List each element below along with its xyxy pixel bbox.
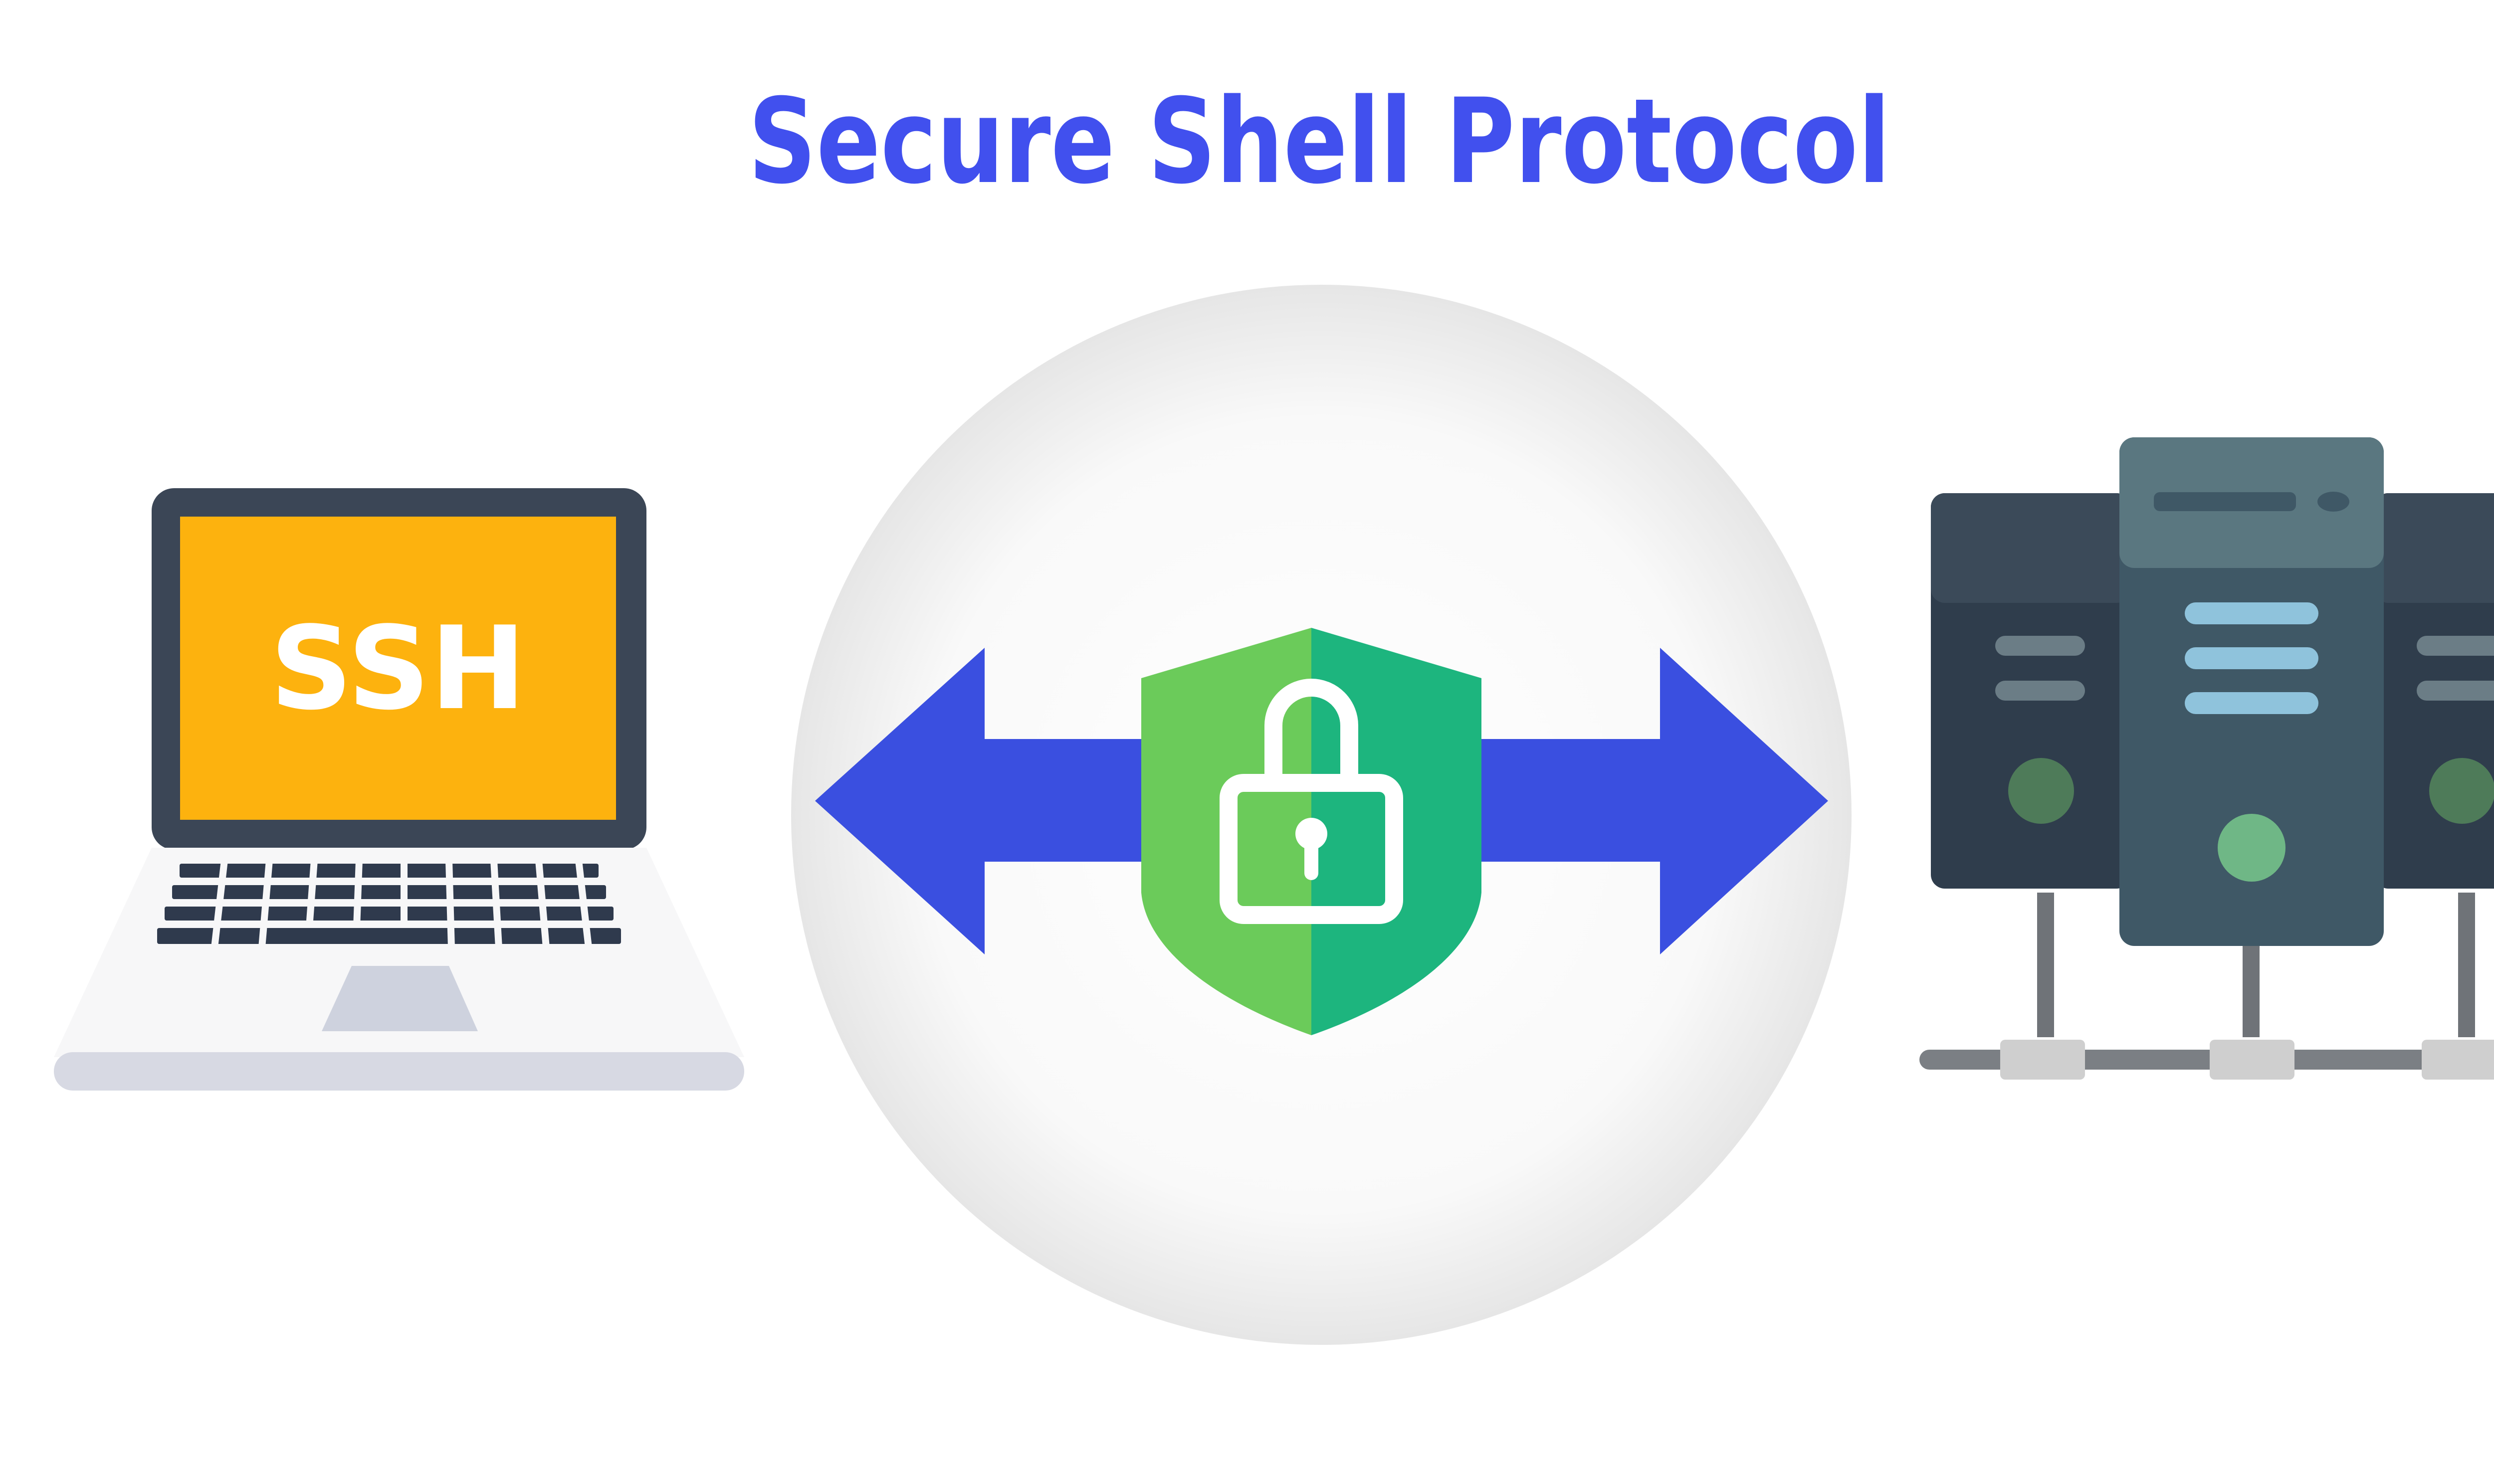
trackpad <box>322 966 478 1031</box>
server-rack-icon <box>1919 437 2494 1080</box>
laptop-icon: SSH <box>54 488 744 1091</box>
diagram-title: Secure Shell Protocol <box>748 74 1890 210</box>
shield-lock-icon <box>1141 628 1481 1035</box>
keyboard-gaps <box>211 860 592 948</box>
padlock-icon <box>1220 679 1403 924</box>
laptop-screen <box>180 517 616 820</box>
ssh-screen-label: SSH <box>270 602 526 736</box>
bidirectional-arrow-icon <box>815 648 1828 954</box>
